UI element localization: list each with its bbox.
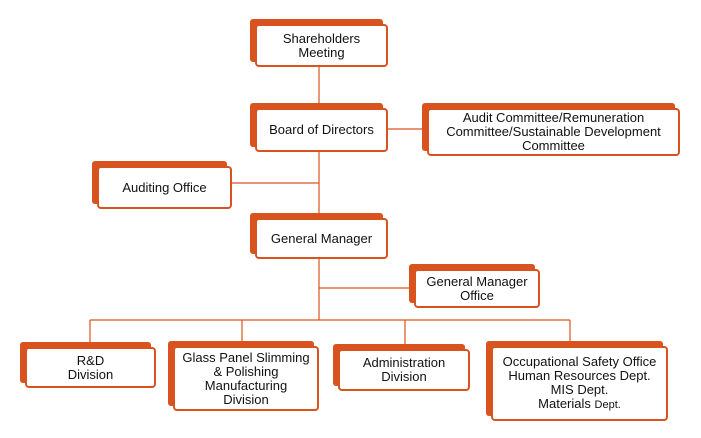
committees-label: Audit Committee/Remuneration Committee/S… (427, 108, 680, 156)
rd-division-box: R&D Division (20, 342, 156, 388)
mis-dept-text: MIS Dept. (550, 382, 609, 397)
shareholders-meeting-box: Shareholders Meeting (250, 19, 388, 67)
occupational-safety-office-text: Occupational Safety Office (502, 354, 657, 369)
materials-text: Materials (538, 396, 591, 411)
glass-panel-division-box: Glass Panel Slimming & Polishing Manufac… (168, 341, 319, 411)
rd-division-label: R&D Division (25, 347, 156, 388)
materials-dept-text: Materials Dept. (538, 397, 621, 412)
general-manager-label: General Manager (255, 218, 388, 259)
general-manager-office-label: General Manager Office (414, 269, 540, 308)
general-manager-office-box: General Manager Office (409, 264, 540, 308)
auditing-office-label: Auditing Office (97, 166, 232, 209)
glass-panel-division-label: Glass Panel Slimming & Polishing Manufac… (173, 346, 319, 411)
auditing-office-box: Auditing Office (92, 161, 232, 209)
administration-division-label: Administration Division (338, 349, 470, 391)
dept-small-text: Dept. (594, 399, 621, 411)
committees-box: Audit Committee/Remuneration Committee/S… (422, 103, 680, 156)
human-resources-dept-text: Human Resources Dept. (508, 368, 651, 383)
administration-division-box: Administration Division (333, 344, 470, 391)
board-of-directors-label: Board of Directors (255, 108, 388, 152)
safety-hr-mis-materials-box: Occupational Safety Office Human Resourc… (486, 341, 668, 421)
board-of-directors-box: Board of Directors (250, 103, 388, 152)
shareholders-meeting-label: Shareholders Meeting (255, 24, 388, 67)
general-manager-box: General Manager (250, 213, 388, 259)
safety-hr-mis-materials-label: Occupational Safety Office Human Resourc… (491, 346, 668, 421)
